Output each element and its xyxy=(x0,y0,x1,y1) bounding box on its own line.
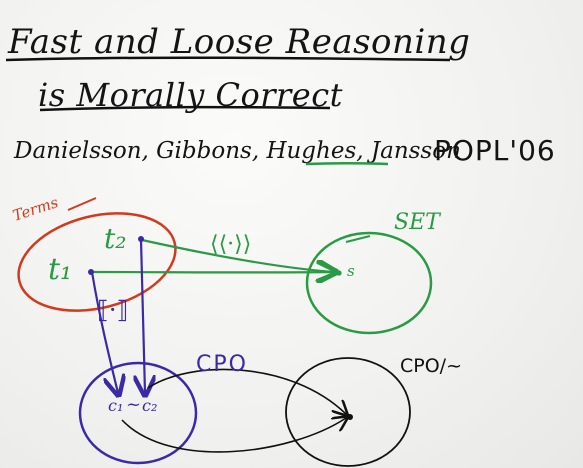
set-map-label: ⟨⟨·⟩⟩ xyxy=(210,232,252,257)
title-line-1: Fast and Loose Reasoning xyxy=(8,22,471,62)
title-underline-2 xyxy=(39,105,331,112)
set-label: SET xyxy=(394,210,440,235)
t2-point xyxy=(138,236,144,242)
venue-label: POPL'06 xyxy=(434,134,556,167)
s-point xyxy=(336,270,342,276)
set-ellipse xyxy=(305,231,433,335)
cpo-ellipse xyxy=(78,361,198,465)
quotient-ellipse xyxy=(285,357,411,467)
t1-to-cpo-arrow xyxy=(90,271,118,393)
cpo-label: CPO xyxy=(196,352,248,377)
t1-label: t₁ xyxy=(48,252,73,287)
set-pointer xyxy=(345,235,371,243)
quotient-point xyxy=(347,414,353,420)
c2-label: c₂ xyxy=(142,396,158,415)
author-underline xyxy=(305,162,389,166)
sim-label: ~ xyxy=(126,394,142,415)
c1-label: c₁ xyxy=(108,396,124,415)
set-point-label: s xyxy=(347,262,355,280)
t2-to-cpo-arrow xyxy=(141,239,145,393)
terms-pointer xyxy=(67,197,97,211)
authors-line: Danielsson, Gibbons, Hughes, Jansson xyxy=(14,138,461,164)
t1-point xyxy=(88,269,94,275)
cpo-map-label: ⟦·⟧ xyxy=(97,296,129,324)
t2-label: t₂ xyxy=(104,222,127,255)
title-underline-1 xyxy=(5,56,451,62)
terms-ellipse xyxy=(17,212,177,312)
c1-to-quotient-arrow xyxy=(121,418,346,453)
t2-to-set-arrow xyxy=(141,238,334,272)
quotient-label: CPO/~ xyxy=(400,355,463,377)
c2-to-quotient-arrow xyxy=(147,368,346,414)
